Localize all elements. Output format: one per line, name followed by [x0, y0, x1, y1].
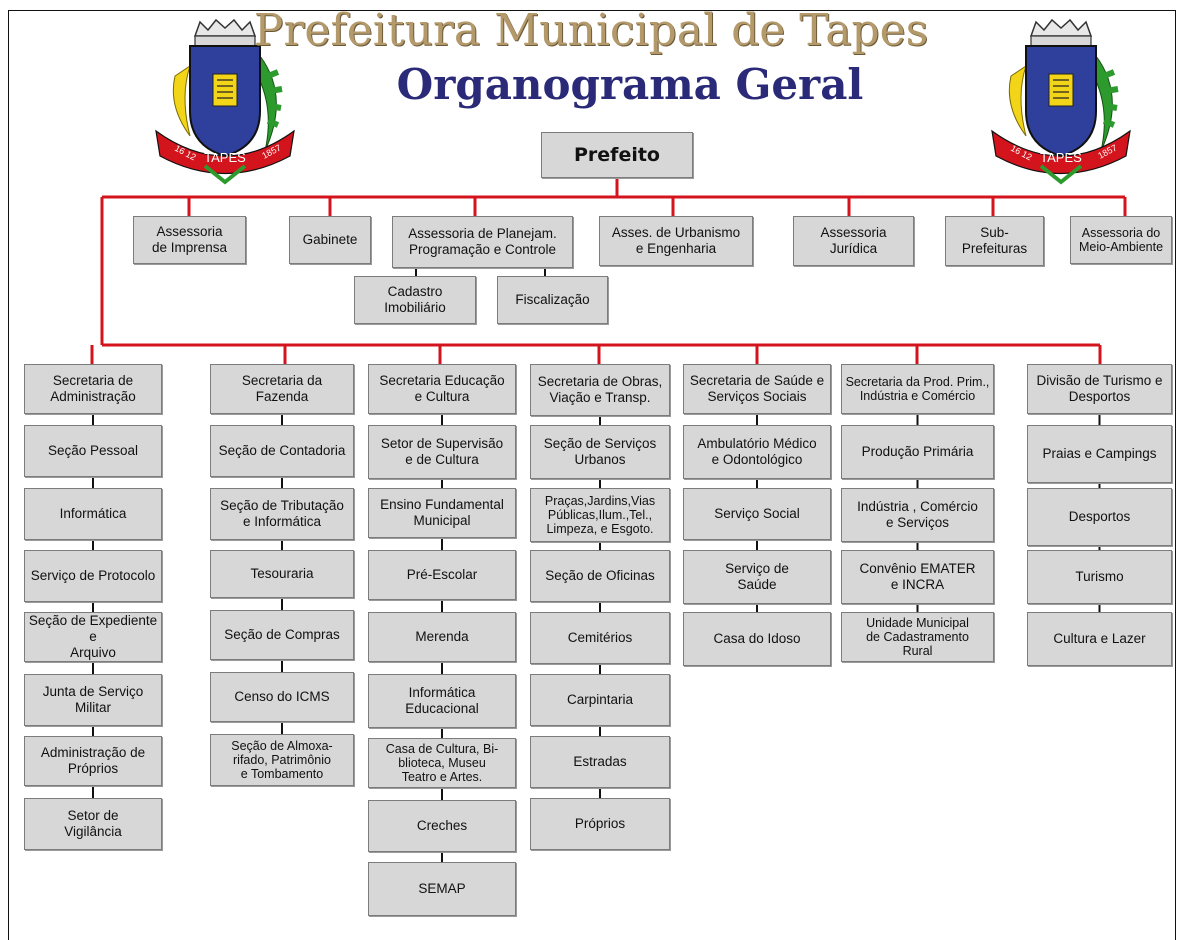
box-urbanismo-engenharia: Asses. de Urbanismo e Engenharia [599, 216, 753, 266]
org-unit-box: Seção de Expediente e Arquivo [24, 612, 162, 662]
box-cadastro-imobiliario: Cadastro Imobiliário [354, 276, 476, 324]
org-unit-box: Turismo [1027, 550, 1172, 604]
secretariat-head: Secretaria da Fazenda [210, 364, 354, 414]
org-unit-box: Informática [24, 488, 162, 540]
org-unit-box: Administração de Próprios [24, 736, 162, 786]
org-unit-box: Casa do Idoso [683, 612, 831, 666]
box-assessoria-imprensa: Assessoria de Imprensa [133, 216, 246, 264]
org-unit-box: SEMAP [368, 862, 516, 916]
org-unit-box: Seção de Oficinas [530, 550, 670, 602]
box-sub-prefeituras: Sub-Prefeituras [945, 216, 1044, 266]
page-subtitle: Organograma Geral [396, 60, 864, 109]
org-unit-box: Seção Pessoal [24, 425, 162, 477]
org-unit-box: Praias e Campings [1027, 425, 1172, 483]
org-unit-box: Seção de Compras [210, 610, 354, 660]
secretariat-head: Secretaria Educação e Cultura [368, 364, 516, 414]
org-unit-box: Produção Primária [841, 425, 994, 479]
org-unit-box: Ensino Fundamental Municipal [368, 488, 516, 538]
box-meio-ambiente: Assessoria do Meio-Ambiente [1070, 216, 1172, 264]
box-assessoria-juridica: Assessoria Jurídica [793, 216, 914, 266]
svg-text:TAPES: TAPES [1040, 150, 1082, 165]
org-unit-box: Praças,Jardins,Vias Públicas,Ilum.,Tel.,… [530, 488, 670, 542]
org-unit-box: Unidade Municipal de Cadastramento Rural [841, 612, 994, 662]
org-unit-box: Desportos [1027, 488, 1172, 546]
box-assessoria-planejamento: Assessoria de Planejam. Programação e Co… [392, 216, 573, 268]
org-unit-box: Carpintaria [530, 674, 670, 726]
org-unit-box: Merenda [368, 612, 516, 662]
org-unit-box: Casa de Cultura, Bi- blioteca, Museu Tea… [368, 738, 516, 788]
secretariat-head: Secretaria de Obras, Viação e Transp. [530, 364, 670, 416]
org-unit-box: Setor de Vigilância [24, 798, 162, 850]
org-unit-box: Seção de Almoxa- rifado, Patrimônio e To… [210, 734, 354, 786]
coat-of-arms-left-icon: TAPES 16 12 1857 [155, 18, 295, 185]
org-unit-box: Informática Educacional [368, 674, 516, 728]
org-unit-box: Junta de Serviço Militar [24, 674, 162, 726]
page-title: Prefeitura Municipal de Tapes [253, 5, 929, 56]
org-unit-box: Setor de Supervisão e de Cultura [368, 425, 516, 479]
org-unit-box: Serviço de Protocolo [24, 550, 162, 602]
secretariat-head: Divisão de Turismo e Desportos [1027, 364, 1172, 414]
org-unit-box: Ambulatório Médico e Odontológico [683, 425, 831, 479]
org-unit-box: Serviço Social [683, 488, 831, 540]
svg-text:TAPES: TAPES [204, 150, 246, 165]
org-unit-box: Cultura e Lazer [1027, 612, 1172, 666]
secretariat-head: Secretaria da Prod. Prim., Indústria e C… [841, 364, 994, 414]
org-unit-box: Cemitérios [530, 612, 670, 664]
org-unit-box: Censo do ICMS [210, 672, 354, 722]
box-fiscalizacao: Fiscalização [497, 276, 608, 324]
secretariat-head: Secretaria de Saúde e Serviços Sociais [683, 364, 831, 414]
org-unit-box: Estradas [530, 736, 670, 788]
org-unit-box: Pré-Escolar [368, 550, 516, 600]
org-unit-box: Seção de Serviços Urbanos [530, 425, 670, 479]
page-frame [8, 10, 1176, 940]
org-unit-box: Tesouraria [210, 550, 354, 598]
org-unit-box: Indústria , Comércio e Serviços [841, 488, 994, 542]
org-unit-box: Convênio EMATER e INCRA [841, 550, 994, 604]
org-unit-box: Creches [368, 800, 516, 852]
org-unit-box: Seção de Contadoria [210, 425, 354, 477]
org-unit-box: Serviço de Saúde [683, 550, 831, 604]
secretariat-head: Secretaria de Administração [24, 364, 162, 414]
org-unit-box: Seção de Tributação e Informática [210, 488, 354, 540]
box-prefeito: Prefeito [541, 132, 693, 178]
org-unit-box: Próprios [530, 798, 670, 850]
coat-of-arms-right-icon: TAPES 16 12 1857 [991, 18, 1131, 185]
box-gabinete: Gabinete [289, 216, 371, 264]
